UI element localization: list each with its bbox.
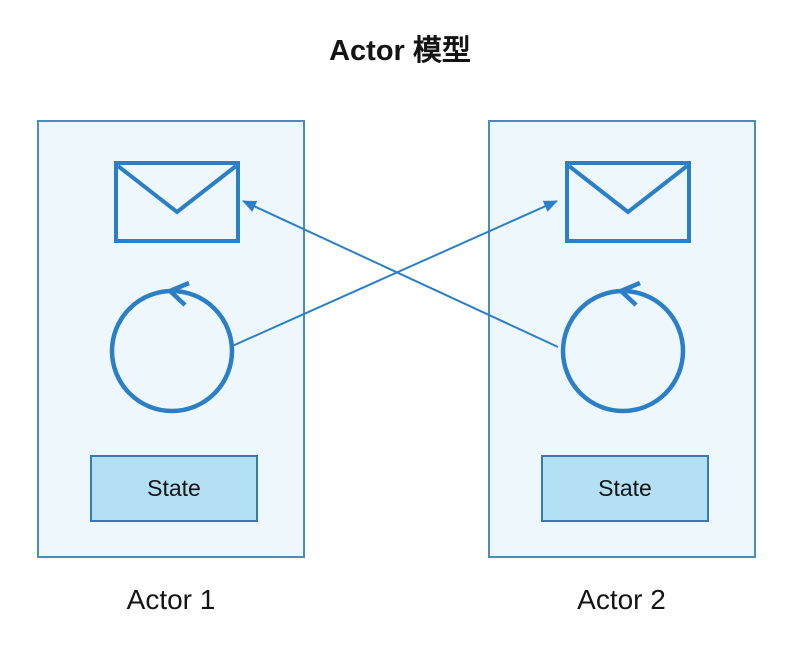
- actor2-box: State: [488, 120, 756, 558]
- diagram-title: Actor 模型: [329, 35, 471, 67]
- mailbox-envelope-icon: [565, 161, 691, 243]
- processing-loop-icon: [560, 281, 686, 414]
- actor1-state-box: State: [90, 455, 258, 522]
- state-label: State: [147, 475, 201, 501]
- state-label: State: [598, 475, 652, 501]
- actor1-label: Actor 1: [126, 584, 216, 615]
- actor2-state-box: State: [541, 455, 709, 522]
- actor2-label: Actor 2: [577, 584, 666, 615]
- actor1-box: State: [37, 120, 305, 558]
- processing-loop-icon: [109, 281, 235, 414]
- mailbox-envelope-icon: [114, 161, 240, 243]
